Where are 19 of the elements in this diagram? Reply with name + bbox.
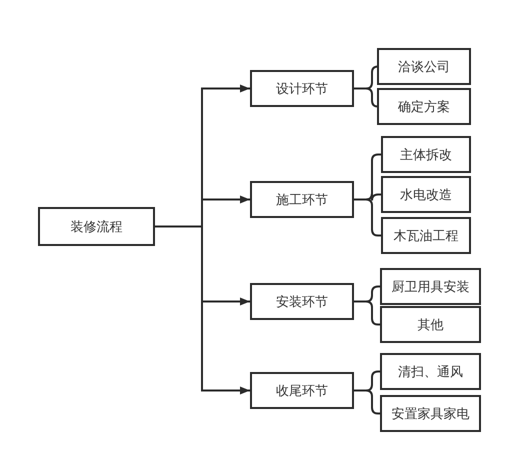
process-box: 收尾环节 xyxy=(250,372,354,409)
process-box: 洽谈公司 xyxy=(377,48,471,85)
process-box: 主体拆改 xyxy=(381,136,471,173)
process-box: 安置家具家电 xyxy=(380,395,481,432)
process-box: 确定方案 xyxy=(377,88,471,125)
brace-connector xyxy=(354,390,380,414)
process-box: 木瓦油工程 xyxy=(381,217,471,254)
process-box: 施工环节 xyxy=(250,181,354,218)
arrow xyxy=(155,226,250,394)
process-box: 水电改造 xyxy=(381,176,471,213)
process-box: 厨卫用具安装 xyxy=(380,268,481,305)
brace-connector xyxy=(354,88,379,108)
process-box: 设计环节 xyxy=(250,70,354,107)
brace-connector xyxy=(354,300,380,326)
process-box: 安装环节 xyxy=(250,283,354,320)
brace-connector xyxy=(354,198,381,236)
process-box: 清扫、通风 xyxy=(380,353,481,390)
process-box: 其他 xyxy=(380,306,481,343)
process-box: 装修流程 xyxy=(38,207,155,246)
